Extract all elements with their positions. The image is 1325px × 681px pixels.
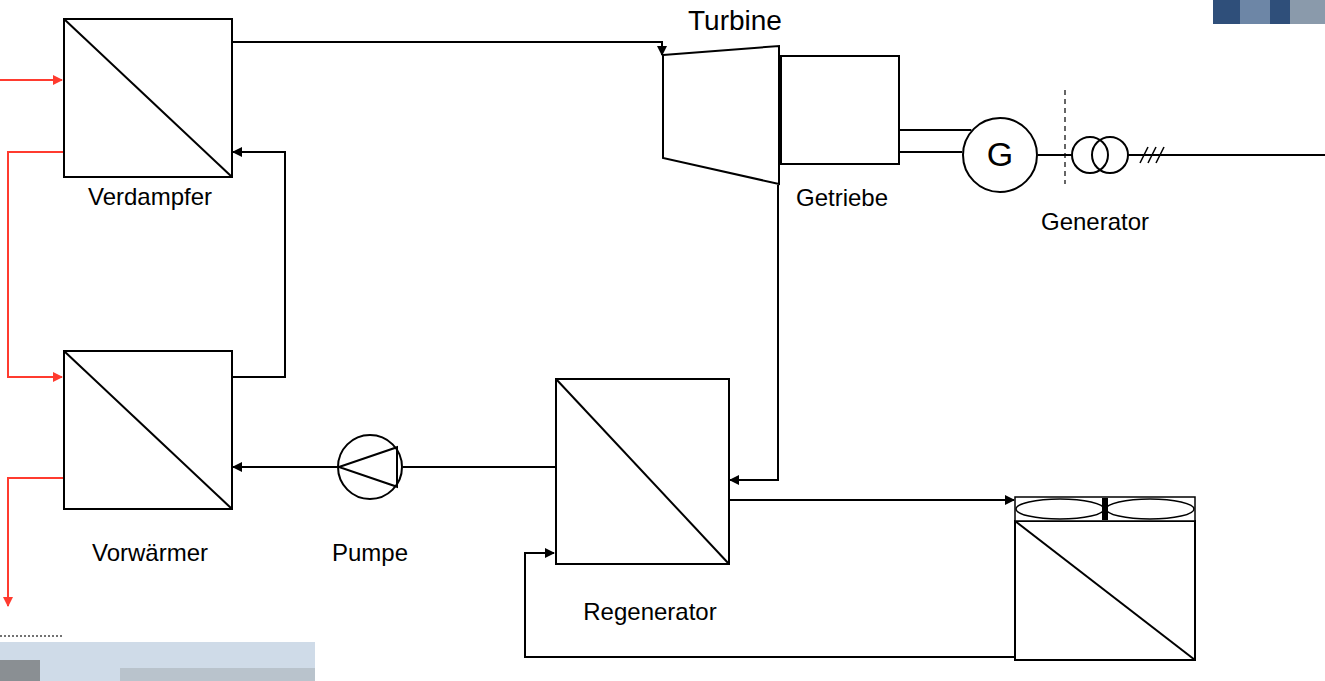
component-label: Verdampfer <box>88 183 212 211</box>
turbine-symbol: Turbine <box>662 45 780 185</box>
flow-connector <box>233 152 285 377</box>
photo-fragment <box>0 642 315 681</box>
regenerator-box: Regenerator <box>555 378 730 565</box>
component-label: Pumpe <box>332 539 408 567</box>
connector-line <box>730 185 778 480</box>
air-cooler <box>1015 497 1195 660</box>
rect-outline <box>780 55 900 165</box>
connector-line <box>233 42 662 55</box>
component-label: Generator <box>1041 208 1149 236</box>
photo-fragment <box>1213 0 1325 24</box>
hx-outline <box>63 350 233 510</box>
flow-connector <box>233 42 662 55</box>
component-label: Vorwärmer <box>92 539 208 567</box>
connector-line <box>233 466 337 468</box>
hx-outline <box>63 18 233 178</box>
trap-outline <box>662 45 780 185</box>
generator-symbol: GGenerator <box>962 117 1038 193</box>
connector-line <box>233 152 285 377</box>
component-label: Turbine <box>688 5 782 37</box>
pump-symbol: Pumpe <box>337 434 403 500</box>
pump-outline <box>337 434 403 500</box>
grid-connection <box>1038 137 1325 173</box>
connector-line <box>900 130 971 152</box>
flow-connector <box>233 467 337 468</box>
dotted-line <box>0 635 62 637</box>
symbol-letter: G <box>987 135 1013 174</box>
hx-outline <box>555 378 730 565</box>
preheater-box: Vorwärmer <box>63 350 233 510</box>
component-label: Getriebe <box>796 184 888 212</box>
flow-connector <box>730 185 778 480</box>
evaporator-box: Verdampfer <box>63 18 233 178</box>
connector-line <box>403 466 555 468</box>
heat-source-line <box>0 80 63 606</box>
flow-connector <box>403 467 555 468</box>
boundary-dashed-line <box>1064 90 1065 184</box>
flow-connector <box>900 130 971 152</box>
gearbox-box: Getriebe <box>780 55 900 165</box>
component-label: Regenerator <box>583 598 716 626</box>
